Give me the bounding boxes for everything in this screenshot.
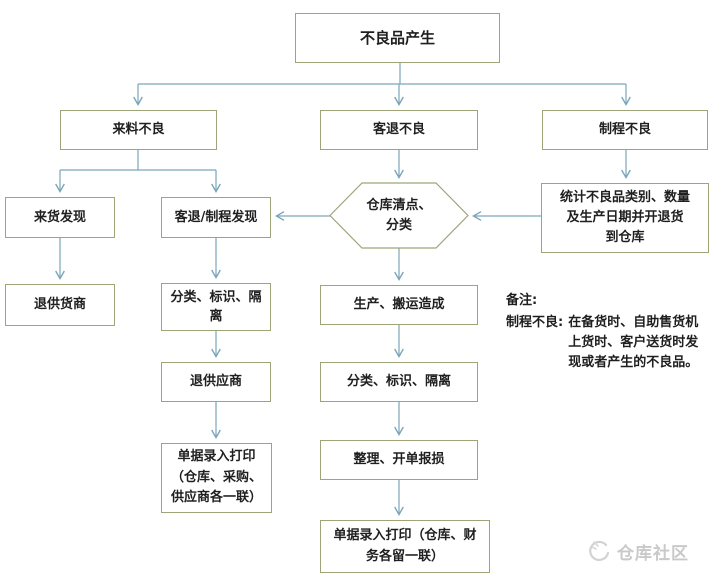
node-defect-origin: 不良品产生 xyxy=(295,13,500,63)
node-return-supplier2: 退供应商 xyxy=(161,362,271,402)
node-production-handling: 生产、搬运造成 xyxy=(320,285,478,325)
node-customer-return-defect: 客退不良 xyxy=(320,110,478,150)
warehouse-community-logo-icon xyxy=(589,540,610,562)
node-return-supplier: 退供货商 xyxy=(5,284,115,326)
note-body: 在备货时、自助售货机 上货时、客户送货时发 现或者产生的不良品。 xyxy=(568,315,699,371)
note-label: 备注: xyxy=(506,293,538,308)
node-stats-return: 统计不良品类别、数量 及生产日期并开退货 到仓库 xyxy=(541,183,709,253)
node-incoming-defect: 来料不良 xyxy=(60,110,217,150)
node-arrival-found: 来货发现 xyxy=(5,197,115,238)
node-process-defect: 制程不良 xyxy=(542,110,708,150)
watermark-text: 仓库社区 xyxy=(617,543,689,564)
node-classify-isolate-left: 分类、标识、隔 离 xyxy=(161,283,271,331)
node-return-process-found: 客退/制程发现 xyxy=(161,197,271,238)
node-classify-isolate-mid: 分类、标识、隔离 xyxy=(320,362,478,402)
node-organize-report: 整理、开单报损 xyxy=(320,440,478,480)
node-doc-print-finance: 单据录入打印（仓库、财 务各留一联） xyxy=(320,520,490,573)
note-block: 备注: 制程不良: 在备货时、自助售货机 上货时、客户送货时发 现或者产生的不良… xyxy=(506,291,716,374)
node-doc-print-supplier: 单据录入打印 （仓库、采购、 供应商各一联） xyxy=(161,443,272,513)
watermark: 仓库社区 xyxy=(586,538,689,564)
node-warehouse-check: 仓库清点、 分类 xyxy=(366,198,432,233)
hexagon-warehouse-check-shape xyxy=(329,182,469,249)
note-term: 制程不良: xyxy=(506,315,564,331)
